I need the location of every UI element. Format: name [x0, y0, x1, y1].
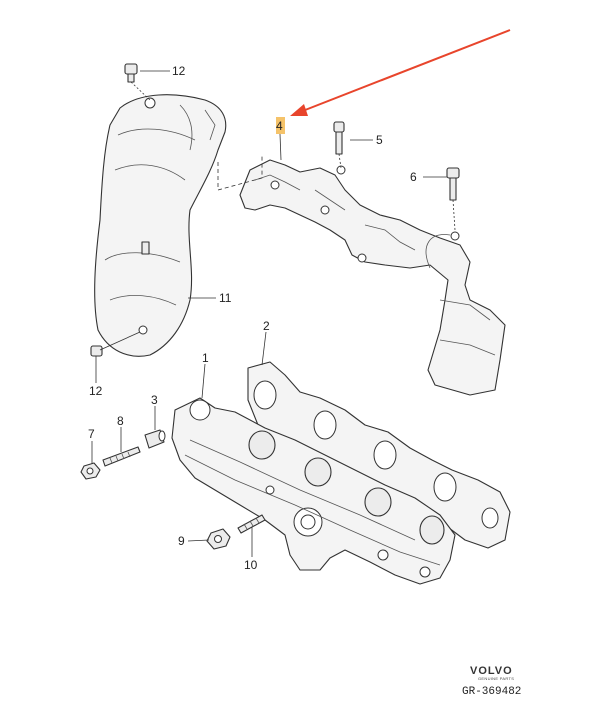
bolt-12-top: [124, 63, 151, 101]
callout-5: 5: [376, 133, 383, 147]
callout-2: 2: [263, 319, 270, 333]
nut-9: [206, 528, 231, 550]
nut-7: [80, 462, 101, 480]
bolt-6: [446, 167, 460, 231]
leader-lines: [91, 70, 447, 557]
logo-brand: VOLVO: [470, 665, 513, 677]
stud-10: [237, 514, 266, 534]
callout-9: 9: [178, 534, 185, 548]
callout-1: 1: [202, 351, 209, 365]
callout-7: 7: [88, 427, 95, 441]
callout-12-bottom: 12: [89, 384, 103, 398]
callout-4-highlight: 4: [276, 117, 285, 161]
exhaust-manifold: [171, 397, 456, 585]
highlight-box: [276, 117, 285, 134]
heat-shield-upper: [239, 159, 506, 396]
callout-11: 11: [219, 291, 232, 305]
callout-8: 8: [117, 414, 124, 428]
spacer-3: [144, 429, 166, 449]
callout-6: 6: [410, 170, 417, 184]
heat-shield-left: [94, 94, 227, 357]
callout-4: 4: [276, 119, 283, 133]
red-arrow: [290, 29, 511, 116]
callout-10: 10: [244, 558, 258, 572]
volvo-logo: VOLVO GENUINE PARTS: [470, 665, 514, 681]
callout-12-top: 12: [172, 64, 186, 78]
reference-number: GR-369482: [462, 686, 521, 698]
stud-8: [102, 446, 141, 467]
bolt-5: [333, 121, 345, 169]
logo-tagline: GENUINE PARTS: [478, 676, 514, 681]
bolt-12-bottom: [90, 331, 141, 357]
dashed-connector: [217, 155, 263, 191]
callout-3: 3: [151, 393, 158, 407]
callout-numbers: 1 2 3 5 6 7 8 9 10 11 12 12: [88, 64, 417, 572]
